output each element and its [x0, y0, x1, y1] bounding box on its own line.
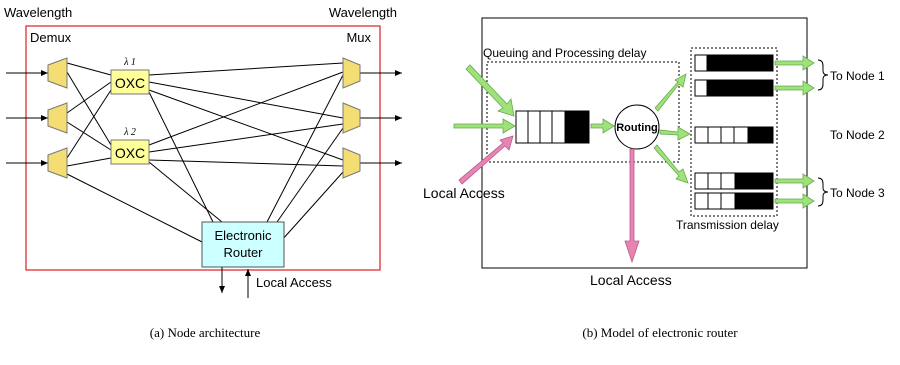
mux-2 — [342, 102, 361, 134]
output-queue-node3-a — [694, 172, 774, 190]
oxc-1-box — [110, 69, 150, 95]
mux-1 — [342, 57, 361, 89]
oxc-2-label: OXC — [115, 145, 145, 161]
input-fibers — [6, 70, 48, 166]
routing-to-node1-arrow — [654, 73, 687, 112]
input-arrow-2 — [453, 118, 516, 134]
transmission-region — [690, 47, 778, 217]
output-queue-node1-a — [694, 54, 774, 72]
output-queue-node3-b — [694, 192, 774, 210]
demux-1 — [47, 57, 68, 89]
to-node-2-label: To Node 2 — [830, 128, 885, 142]
lambda-2-label: λ 2 — [123, 127, 136, 138]
mux-3 — [342, 147, 361, 179]
demux-title-1: Wavelength — [4, 5, 72, 20]
router-label-line1: Electronic — [214, 228, 272, 243]
brace-node1 — [817, 59, 829, 91]
output-queue-node1-b — [694, 79, 774, 97]
routing-label: Routing — [616, 122, 658, 134]
node-boundary-frame — [25, 25, 381, 271]
brace-node3 — [817, 177, 829, 207]
queuing-region — [486, 61, 680, 163]
output-fibers — [360, 70, 402, 166]
node-architecture-diagram: OXC OXC λ 1 λ 2 Electronic Router Local … — [4, 5, 402, 340]
oxc-1-label: OXC — [115, 75, 145, 91]
router-label-line2: Router — [223, 245, 263, 260]
local-access-out-arrow — [624, 148, 640, 264]
mux-title-1: Wavelength — [329, 5, 397, 20]
out-arrow-node1-a — [774, 55, 815, 71]
demux-2 — [47, 102, 68, 134]
output-queue-node2 — [694, 126, 774, 144]
queue-to-routing-arrow — [590, 118, 615, 134]
electronic-router-model: Queuing and Processing delay Transmissio… — [423, 17, 885, 340]
out-arrow-node1-b — [774, 80, 815, 96]
local-access-in-label: Local Access — [423, 185, 505, 201]
router-model-frame — [481, 17, 808, 269]
queuing-label: Queuing and Processing delay — [483, 46, 646, 60]
routing-to-node3-arrow — [653, 144, 689, 184]
out-arrow-node3-b — [774, 193, 815, 209]
oxc-2-box — [110, 139, 150, 165]
demux-3 — [47, 147, 68, 179]
out-arrow-node3-a — [774, 173, 815, 189]
demux-title-2: Demux — [30, 30, 72, 45]
input-queue — [515, 110, 590, 144]
to-node-3-label: To Node 3 — [830, 186, 885, 200]
transmission-label: Transmission delay — [676, 218, 779, 232]
caption-b: (b) Model of electronic router — [582, 325, 738, 340]
caption-a: (a) Node architecture — [150, 325, 261, 340]
local-access-out-label: Local Access — [590, 272, 672, 288]
fiber-lines — [66, 62, 344, 247]
routing-to-node2-arrow — [659, 126, 691, 141]
local-access-in-arrow — [458, 135, 514, 185]
input-arrow-1 — [465, 64, 515, 117]
lambda-1-label: λ 1 — [123, 57, 136, 68]
output-queues — [694, 54, 774, 210]
routing-node — [614, 104, 660, 150]
incoming-arrows — [453, 64, 516, 134]
local-access-label-left: Local Access — [256, 275, 332, 290]
routing-output-arrows — [653, 73, 691, 184]
wavelength-mux — [342, 57, 361, 179]
electronic-router-box — [201, 221, 285, 268]
output-arrows — [774, 55, 815, 209]
wavelength-demux — [47, 57, 68, 179]
to-node-1-label: To Node 1 — [830, 69, 885, 83]
mux-title-2: Mux — [346, 30, 371, 45]
